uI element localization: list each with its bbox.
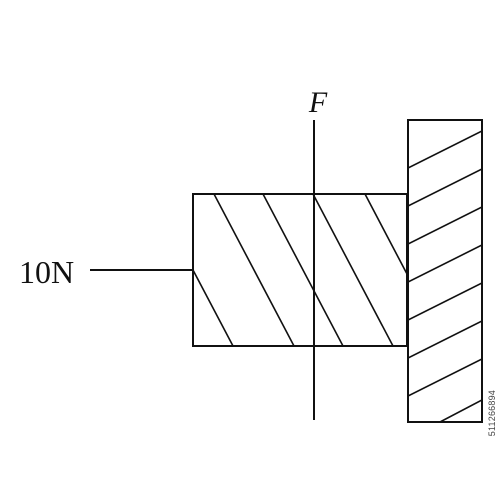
block-hatching — [193, 194, 407, 346]
applied-force-label: 10N — [19, 254, 74, 290]
stock-id-text: 511266894 — [487, 390, 497, 437]
block — [192, 193, 408, 347]
wall-hatching — [408, 130, 482, 422]
wall — [407, 119, 483, 423]
wall-outline — [407, 119, 483, 423]
force-label-f: F — [308, 86, 328, 119]
